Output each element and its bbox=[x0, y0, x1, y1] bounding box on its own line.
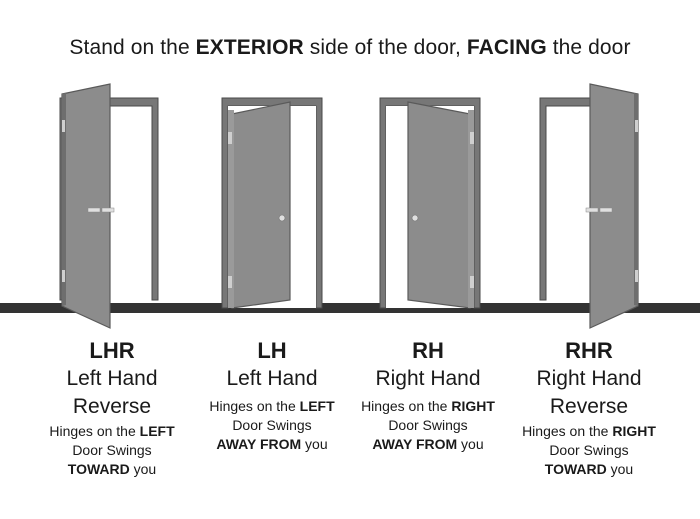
title-bold-facing: FACING bbox=[466, 36, 547, 59]
door-code: RHR bbox=[565, 338, 613, 363]
door-title-line-2: Reverse bbox=[549, 395, 629, 418]
page-title: Stand on the EXTERIOR side of the door, … bbox=[0, 36, 700, 60]
hinge-prefix: Hinges on the bbox=[49, 423, 140, 439]
door-code: LHR bbox=[89, 338, 135, 363]
door-code: RH bbox=[412, 338, 444, 363]
hinge-line: Hinges on the RIGHT bbox=[343, 397, 513, 416]
title-part-1: Stand on the bbox=[69, 36, 196, 59]
swing-line: Door Swings bbox=[549, 442, 629, 458]
hinge-line: Hinges on the LEFT bbox=[27, 422, 197, 441]
hinge-side: RIGHT bbox=[612, 423, 656, 439]
swing-direction: TOWARD bbox=[544, 461, 607, 477]
door-title-line-1: Left Hand bbox=[226, 367, 318, 390]
title-part-2: side of the door, bbox=[303, 36, 467, 59]
door-title-line-1: Right Hand bbox=[375, 367, 481, 390]
swing-direction-line: AWAY FROM you bbox=[343, 435, 513, 454]
door-title-line-2: Reverse bbox=[72, 395, 152, 418]
swing-direction: AWAY FROM bbox=[216, 436, 302, 452]
title-bold-exterior: EXTERIOR bbox=[195, 36, 304, 59]
door-description: Hinges on the RIGHT Door Swings TOWARD y… bbox=[504, 422, 674, 479]
door-lh-illustration bbox=[221, 97, 323, 309]
swing-direction-line: TOWARD you bbox=[504, 460, 674, 479]
swing-suffix: you bbox=[129, 461, 157, 477]
door-description: Hinges on the LEFT Door Swings TOWARD yo… bbox=[27, 422, 197, 479]
hinge-prefix: Hinges on the bbox=[361, 398, 452, 414]
hinge-line: Hinges on the LEFT bbox=[187, 397, 357, 416]
hinge-side: LEFT bbox=[299, 398, 335, 414]
floor-baseboard bbox=[0, 303, 700, 313]
swing-direction: AWAY FROM bbox=[372, 436, 458, 452]
hinge-prefix: Hinges on the bbox=[209, 398, 300, 414]
hinge-side: RIGHT bbox=[451, 398, 495, 414]
swing-suffix: you bbox=[457, 436, 484, 452]
door-code: LH bbox=[257, 338, 287, 363]
swing-direction-line: AWAY FROM you bbox=[187, 435, 357, 454]
door-title-line-1: Right Hand bbox=[536, 367, 642, 390]
swing-direction-line: TOWARD you bbox=[27, 460, 197, 479]
hinge-prefix: Hinges on the bbox=[522, 423, 613, 439]
door-rhr-illustration bbox=[539, 80, 640, 329]
door-title: Left Hand bbox=[187, 365, 357, 393]
door-title-line-1: Left Hand bbox=[66, 367, 158, 390]
door-title: Right Hand bbox=[343, 365, 513, 393]
swing-suffix: you bbox=[606, 461, 634, 477]
swing-suffix: you bbox=[301, 436, 328, 452]
swing-line: Door Swings bbox=[388, 417, 468, 433]
swing-line: Door Swings bbox=[232, 417, 312, 433]
door-rh-illustration bbox=[379, 97, 481, 309]
swing-direction: TOWARD bbox=[67, 461, 130, 477]
door-description: Hinges on the LEFT Door Swings AWAY FROM… bbox=[187, 397, 357, 454]
door-description: Hinges on the RIGHT Door Swings AWAY FRO… bbox=[343, 397, 513, 454]
hinge-side: LEFT bbox=[139, 423, 175, 439]
swing-line: Door Swings bbox=[72, 442, 152, 458]
door-lhr-illustration bbox=[59, 80, 160, 329]
title-part-3: the door bbox=[546, 36, 631, 59]
hinge-line: Hinges on the RIGHT bbox=[504, 422, 674, 441]
